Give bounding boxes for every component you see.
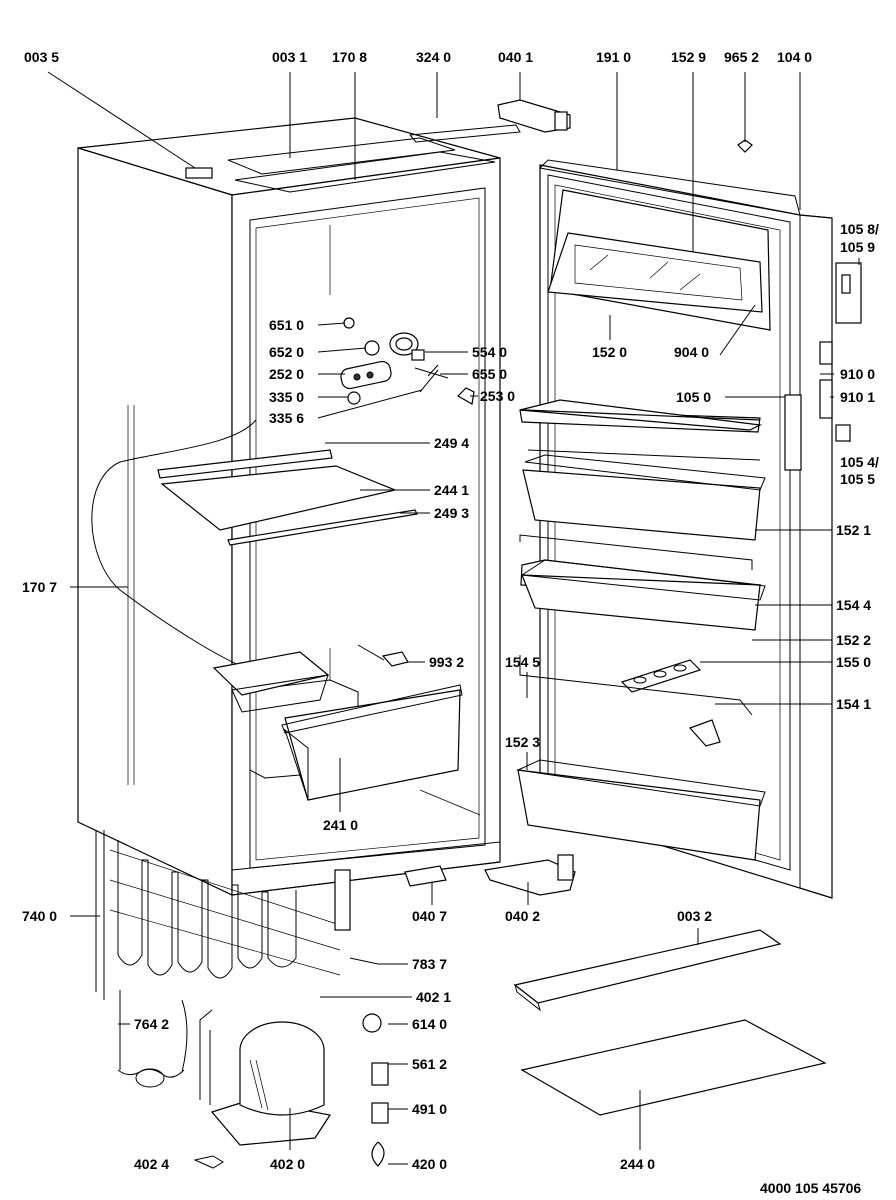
part-label-1040: 104 0: [777, 49, 812, 65]
part-label-1523: 152 3: [505, 734, 540, 750]
part-label-2441: 244 1: [434, 482, 469, 498]
part-label-2440: 244 0: [620, 1156, 655, 1172]
part-label-6510: 651 0: [269, 317, 304, 333]
part-label-0032: 003 2: [677, 908, 712, 924]
part-label-0407: 040 7: [412, 908, 447, 924]
part-label-1050: 105 0: [676, 389, 711, 405]
capillary-parts: [117, 957, 389, 1169]
part-label-0401: 040 1: [498, 49, 533, 65]
part-label-1910: 191 0: [596, 49, 631, 65]
sensor-probe: [357, 644, 409, 667]
part-label-1521: 152 1: [836, 522, 871, 538]
diagram-code: 4000 105 45706: [760, 1180, 861, 1196]
part-label-4021: 402 1: [416, 989, 451, 1005]
condenser: [95, 830, 351, 1000]
hinges-and-small-parts: [404, 99, 862, 896]
part-label-3350: 335 0: [269, 389, 304, 405]
part-label-6520: 652 0: [269, 344, 304, 360]
part-label-7642: 764 2: [134, 1016, 169, 1032]
part-label-2530: 253 0: [480, 388, 515, 404]
part-label-1545: 154 5: [505, 654, 540, 670]
part-label-0031: 003 1: [272, 49, 307, 65]
part-label-0035: 003 5: [24, 49, 59, 65]
part-label-4200: 420 0: [412, 1156, 447, 1172]
leader-lines: [47, 71, 860, 1165]
part-label-9100: 910 0: [840, 366, 875, 382]
part-label-1522: 152 2: [836, 632, 871, 648]
part-label-1055: 105 5: [840, 471, 875, 487]
part-label-2520: 252 0: [269, 366, 304, 382]
thermostat-parts: [340, 317, 475, 405]
part-label-1544: 154 4: [836, 597, 871, 613]
part-label-2493: 249 3: [434, 505, 469, 521]
part-label-1058: 105 8/: [840, 221, 879, 237]
part-label-0402: 040 2: [505, 908, 540, 924]
glass-shelf: [157, 449, 418, 546]
part-label-5540: 554 0: [472, 344, 507, 360]
part-label-9932: 993 2: [429, 654, 464, 670]
loose-panels: [513, 929, 827, 1116]
part-label-4020: 402 0: [270, 1156, 305, 1172]
part-label-9652: 965 2: [724, 49, 759, 65]
part-label-9040: 904 0: [674, 344, 709, 360]
part-label-7837: 783 7: [412, 956, 447, 972]
part-label-1541: 154 1: [836, 696, 871, 712]
part-labels: 003 5 003 1 170 8 324 0 040 1 191 0 152 …: [22, 49, 879, 1196]
part-label-9101: 910 1: [840, 389, 875, 405]
part-label-4910: 491 0: [412, 1101, 447, 1117]
part-label-1529: 152 9: [671, 49, 706, 65]
part-label-7400: 740 0: [22, 908, 57, 924]
part-label-2494: 249 4: [434, 435, 469, 451]
crisper-drawer: [281, 684, 463, 801]
part-label-4024: 402 4: [134, 1156, 169, 1172]
part-label-3356: 335 6: [269, 410, 304, 426]
part-label-1550: 155 0: [836, 654, 871, 670]
compressor: [199, 651, 331, 1146]
door: [516, 159, 833, 899]
part-label-5612: 561 2: [412, 1056, 447, 1072]
part-label-2410: 241 0: [323, 817, 358, 833]
part-label-1707: 170 7: [22, 579, 57, 595]
part-label-1059: 105 9: [840, 239, 875, 255]
part-label-6550: 655 0: [472, 366, 507, 382]
part-label-1054: 105 4/: [840, 454, 879, 470]
part-label-3240: 324 0: [416, 49, 451, 65]
part-label-6140: 614 0: [412, 1016, 447, 1032]
part-label-1520: 152 0: [592, 344, 627, 360]
part-label-1708: 170 8: [332, 49, 367, 65]
